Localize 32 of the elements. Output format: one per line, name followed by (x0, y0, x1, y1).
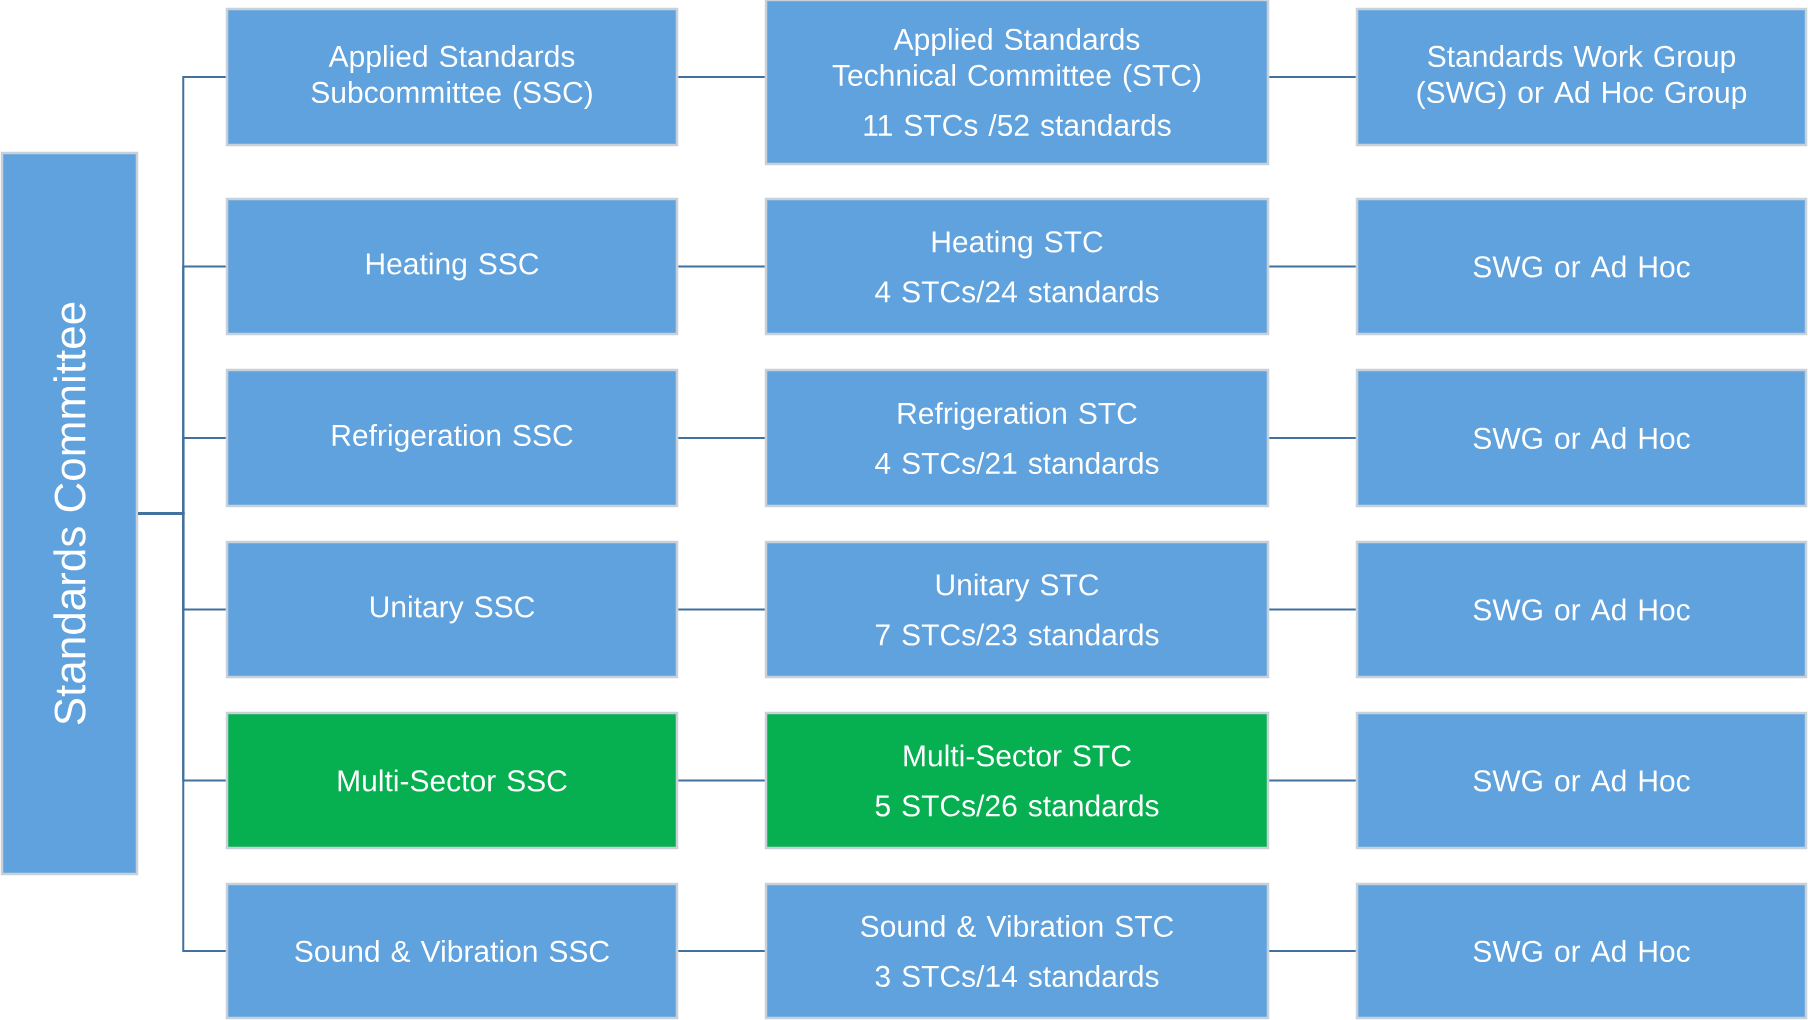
committee-box: SWG or Ad Hoc (1355, 711, 1808, 850)
committee-box: Multi-Sector STC 5 STCs/26 standards (764, 711, 1270, 850)
connector-line (1268, 779, 1357, 782)
connector-line (1268, 950, 1357, 952)
connector-line (677, 265, 766, 268)
committee-box: Unitary SSC (225, 540, 679, 679)
connector-line (677, 608, 766, 611)
committee-box: Refrigeration SSC (225, 368, 679, 508)
connector-line (677, 950, 766, 952)
connector-line (1268, 608, 1357, 611)
committee-box: Standards Committee (0, 151, 139, 876)
connector-line (137, 512, 227, 952)
connector-line (1268, 76, 1357, 78)
connector-line (677, 779, 766, 782)
committee-box: Sound & Vibration STC 3 STCs/14 standards (764, 882, 1270, 1020)
committee-box: Unitary STC 7 STCs/23 standards (764, 540, 1270, 679)
committee-box: SWG or Ad Hoc (1355, 540, 1808, 679)
committee-box: Heating SSC (225, 197, 679, 336)
committee-box: Applied Standards Technical Committee (STC) 11 STCs /52 standards (764, 0, 1270, 166)
connector-line (1268, 437, 1357, 439)
committee-box: SWG or Ad Hoc (1355, 882, 1808, 1020)
connector-line (677, 437, 766, 439)
committee-box: Applied Standards Subcommittee (SSC) (225, 7, 679, 147)
committee-box: Sound & Vibration SSC (225, 882, 679, 1020)
committee-box: Refrigeration STC 4 STCs/21 standards (764, 368, 1270, 508)
committee-box: SWG or Ad Hoc (1355, 368, 1808, 508)
committee-box: Heating STC 4 STCs/24 standards (764, 197, 1270, 336)
committee-box: SWG or Ad Hoc (1355, 197, 1808, 336)
committee-box: Multi-Sector SSC (225, 711, 679, 850)
connector-line (677, 76, 766, 78)
connector-line (1268, 265, 1357, 268)
committee-box: Standards Work Group (SWG) or Ad Hoc Group (1355, 7, 1808, 147)
